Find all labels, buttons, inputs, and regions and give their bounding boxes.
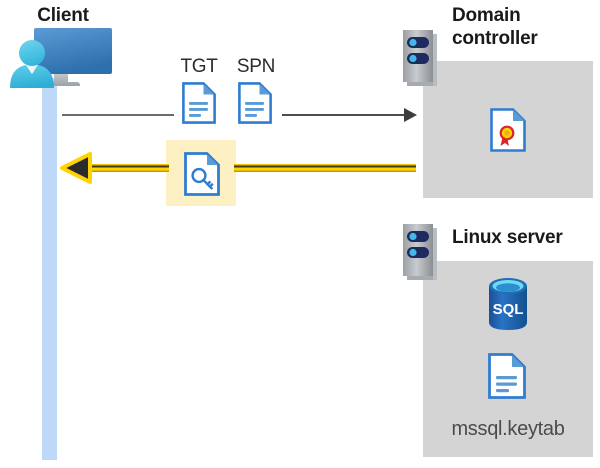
server-rack-icon	[402, 29, 438, 89]
response-arrow-line-right	[234, 164, 416, 172]
domain-controller-title: Domain controller	[452, 5, 538, 49]
spn-document-icon	[238, 82, 272, 124]
sql-database-icon: SQL	[485, 276, 531, 332]
tgt-document-icon	[182, 82, 216, 124]
linux-server-title: Linux server	[452, 227, 563, 248]
client-title: Client	[37, 5, 89, 26]
request-arrow-line-right	[282, 114, 407, 116]
client-lifeline-bar	[42, 78, 57, 460]
request-arrow-line-left	[62, 114, 174, 116]
response-arrowhead-icon	[60, 152, 92, 184]
key-document-icon	[184, 152, 220, 196]
spn-label: SPN	[236, 56, 276, 77]
keytab-document-icon	[488, 353, 526, 399]
sql-database-label: SQL	[493, 301, 524, 318]
tgt-label: TGT	[180, 56, 218, 77]
server-rack-icon	[402, 223, 438, 283]
response-arrow-line-left	[74, 164, 169, 172]
client-user-monitor-icon	[4, 26, 120, 92]
keytab-filename-label: mssql.keytab	[451, 418, 565, 440]
request-arrowhead-icon	[404, 108, 417, 122]
certificate-document-icon	[490, 108, 526, 152]
